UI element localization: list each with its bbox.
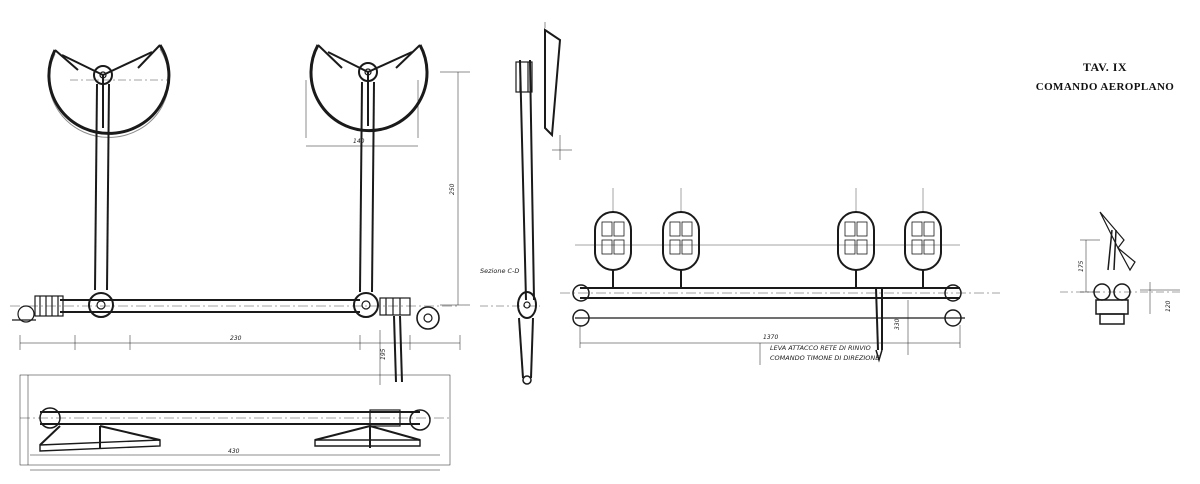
left-torque-tube <box>10 295 460 323</box>
pedal-side-view <box>1060 211 1180 325</box>
rudder-note: COMANDO TIMONE DI DIREZIONE <box>770 354 880 362</box>
dim-total: 1370 <box>763 334 778 341</box>
lever-note: LEVA ATTACCO RETE DI RINVIO <box>770 344 871 352</box>
rudder-pedals <box>560 188 1000 365</box>
dim-140: 140 <box>353 138 365 145</box>
dim-175: 175 <box>1078 260 1085 272</box>
dim-330: 330 <box>894 318 901 330</box>
section-label: Sezione C-D <box>480 267 519 275</box>
left-control-wheel <box>47 44 171 318</box>
section-cd <box>480 22 572 385</box>
dim-230: 230 <box>230 335 242 342</box>
dimension-lines <box>19 71 470 385</box>
title-block: TAV. IX COMANDO AEROPLANO <box>1030 60 1180 93</box>
dim-195: 195 <box>380 348 387 360</box>
plan-view <box>19 374 451 471</box>
dim-430: 430 <box>228 448 240 455</box>
dim-120: 120 <box>1165 300 1172 312</box>
plate-number: TAV. IX <box>1082 60 1128 74</box>
dim-250: 250 <box>449 183 456 195</box>
right-control-wheel <box>309 44 440 383</box>
plate-title: COMANDO AEROPLANO <box>1035 81 1175 93</box>
